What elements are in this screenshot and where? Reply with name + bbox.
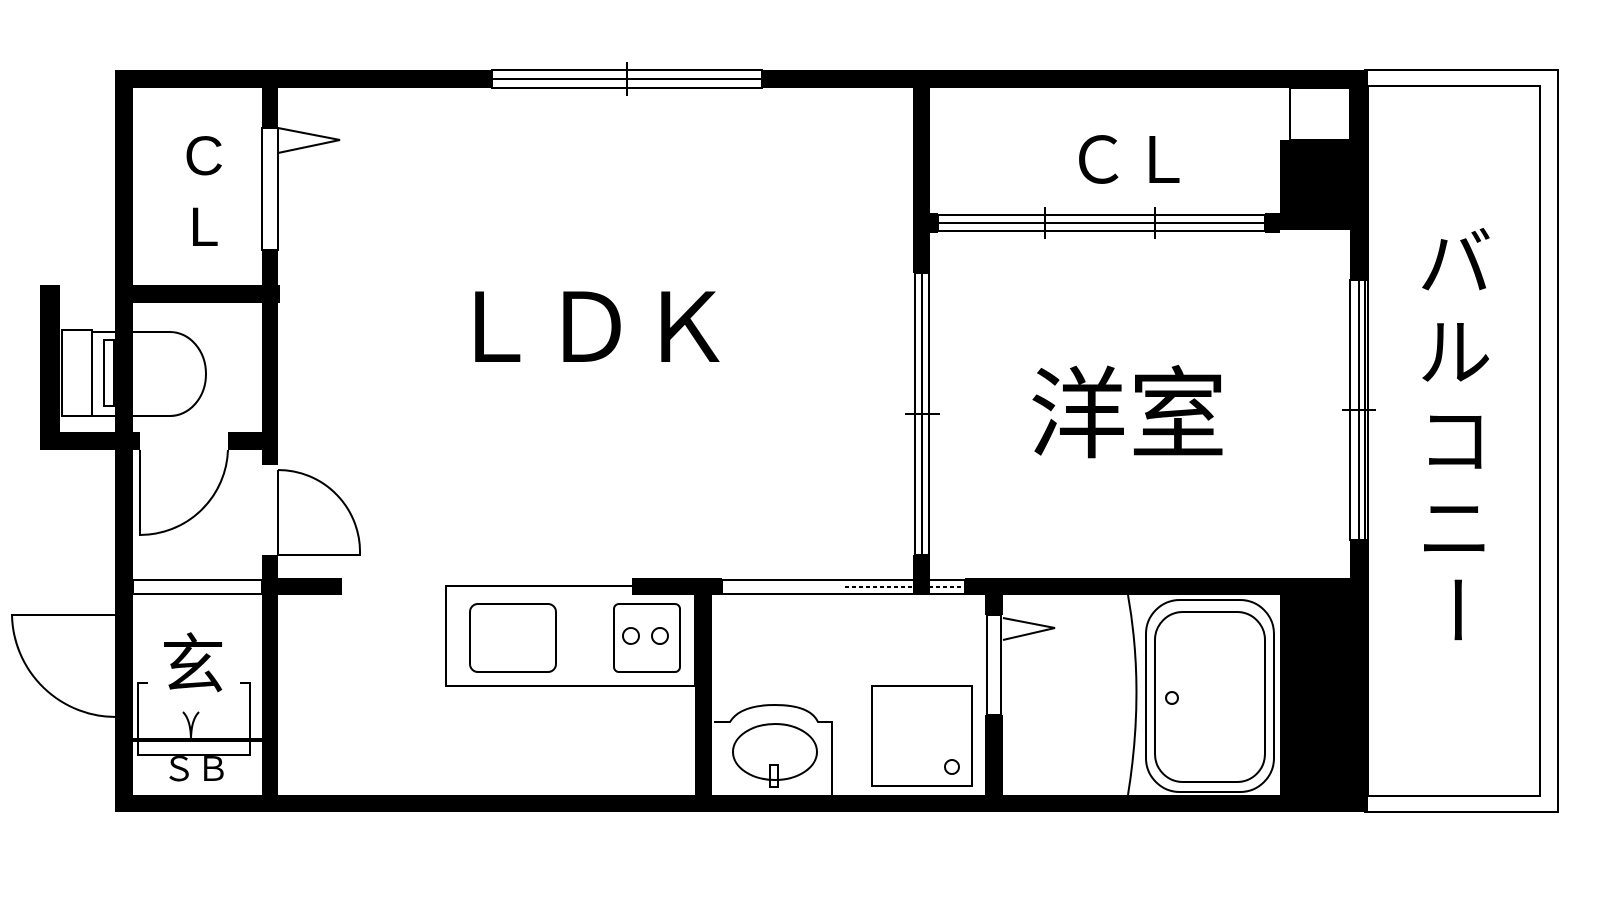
balcony-char: ル (1417, 309, 1493, 398)
kitchen-counter (445, 585, 696, 687)
closet-label-c: C (184, 124, 224, 187)
entrance-step (137, 682, 251, 756)
burner-icon (622, 627, 640, 645)
ldk-label: ＬＤＫ (446, 273, 734, 385)
doors[interactable] (10, 449, 362, 719)
windows[interactable] (491, 62, 1376, 541)
closet-label-l: L (188, 195, 219, 258)
bathtub (1127, 594, 1275, 796)
shoe-box-label: ＳＢ (162, 750, 230, 790)
entrance-label: 玄 (160, 627, 226, 704)
walls (40, 70, 1368, 812)
balcony-char: バ (1417, 219, 1493, 308)
burner-icon (651, 627, 669, 645)
balcony-char: ニ (1417, 485, 1493, 574)
balcony-char: コ (1417, 397, 1493, 486)
sliding-doors[interactable] (132, 127, 1266, 716)
washroom-fixtures (714, 685, 973, 795)
balcony-char: ー (1411, 572, 1500, 648)
balcony-label: バ ル コ ニ ー (1411, 219, 1500, 648)
closet-right-label: ＣＬ (1066, 125, 1194, 199)
toilet-fixture (61, 329, 207, 417)
western-room-label: 洋室 (1028, 357, 1228, 474)
